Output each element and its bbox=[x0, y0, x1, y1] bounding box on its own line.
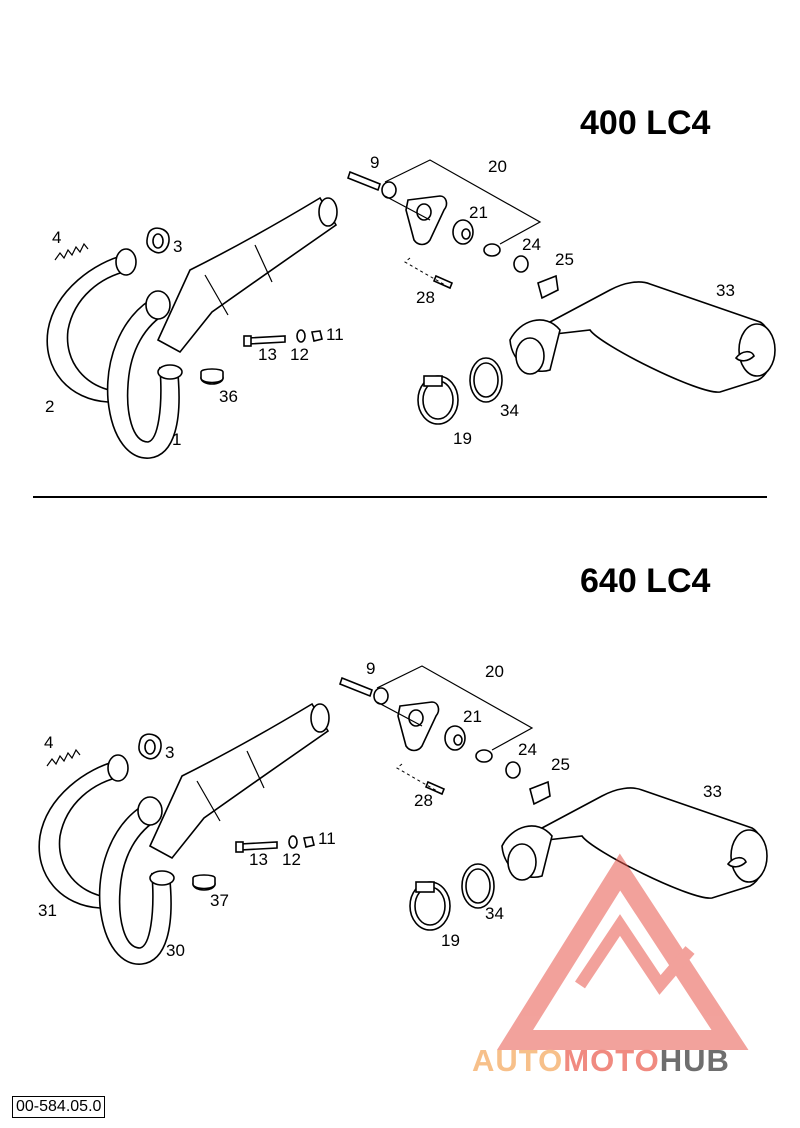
label-part-24: 24 bbox=[522, 235, 541, 254]
label-part-24b: 24 bbox=[518, 740, 537, 759]
label-part-33: 33 bbox=[716, 281, 735, 300]
label-part-3: 3 bbox=[173, 237, 182, 256]
label-part-3b: 3 bbox=[165, 743, 174, 762]
label-part-9b: 9 bbox=[366, 659, 375, 678]
document-reference: 00-584.05.0 bbox=[12, 1096, 106, 1118]
label-part-12b: 12 bbox=[282, 850, 301, 869]
watermark-logo bbox=[496, 853, 749, 1050]
label-part-4: 4 bbox=[52, 228, 61, 247]
label-part-21b: 21 bbox=[463, 707, 482, 726]
label-part-12: 12 bbox=[290, 345, 309, 364]
label-part-34: 34 bbox=[500, 401, 519, 420]
brand-auto: AUTO bbox=[472, 1043, 564, 1078]
label-part-36: 36 bbox=[219, 387, 238, 406]
label-part-25b: 25 bbox=[551, 755, 570, 774]
label-part-11: 11 bbox=[326, 325, 344, 344]
label-part-20: 20 bbox=[488, 157, 507, 176]
label-part-9: 9 bbox=[370, 153, 379, 172]
brand-hub: HUB bbox=[659, 1043, 730, 1078]
label-part-13b: 13 bbox=[249, 850, 268, 869]
label-part-19b: 19 bbox=[441, 931, 460, 950]
label-part-30: 30 bbox=[166, 941, 185, 960]
label-part-20b: 20 bbox=[485, 662, 504, 681]
brand-moto: MOTO bbox=[563, 1043, 660, 1078]
label-part-11b: 11 bbox=[318, 829, 336, 848]
label-part-13: 13 bbox=[258, 345, 277, 364]
label-part-28b: 28 bbox=[414, 791, 433, 810]
label-part-34b: 34 bbox=[485, 904, 504, 923]
section-title-top: 400 LC4 bbox=[580, 104, 710, 142]
label-part-25: 25 bbox=[555, 250, 574, 269]
label-part-21: 21 bbox=[469, 203, 488, 222]
label-part-19: 19 bbox=[453, 429, 472, 448]
label-part-2: 2 bbox=[45, 397, 54, 416]
watermark-brand: AUTOMOTOHUB bbox=[472, 1043, 730, 1079]
label-part-28: 28 bbox=[416, 288, 435, 307]
section-title-bottom: 640 LC4 bbox=[580, 562, 710, 600]
label-part-37: 37 bbox=[210, 891, 229, 910]
label-part-4b: 4 bbox=[44, 733, 53, 752]
label-part-31: 31 bbox=[38, 901, 57, 920]
label-part-33b: 33 bbox=[703, 782, 722, 801]
label-part-1: 1 bbox=[172, 430, 181, 449]
